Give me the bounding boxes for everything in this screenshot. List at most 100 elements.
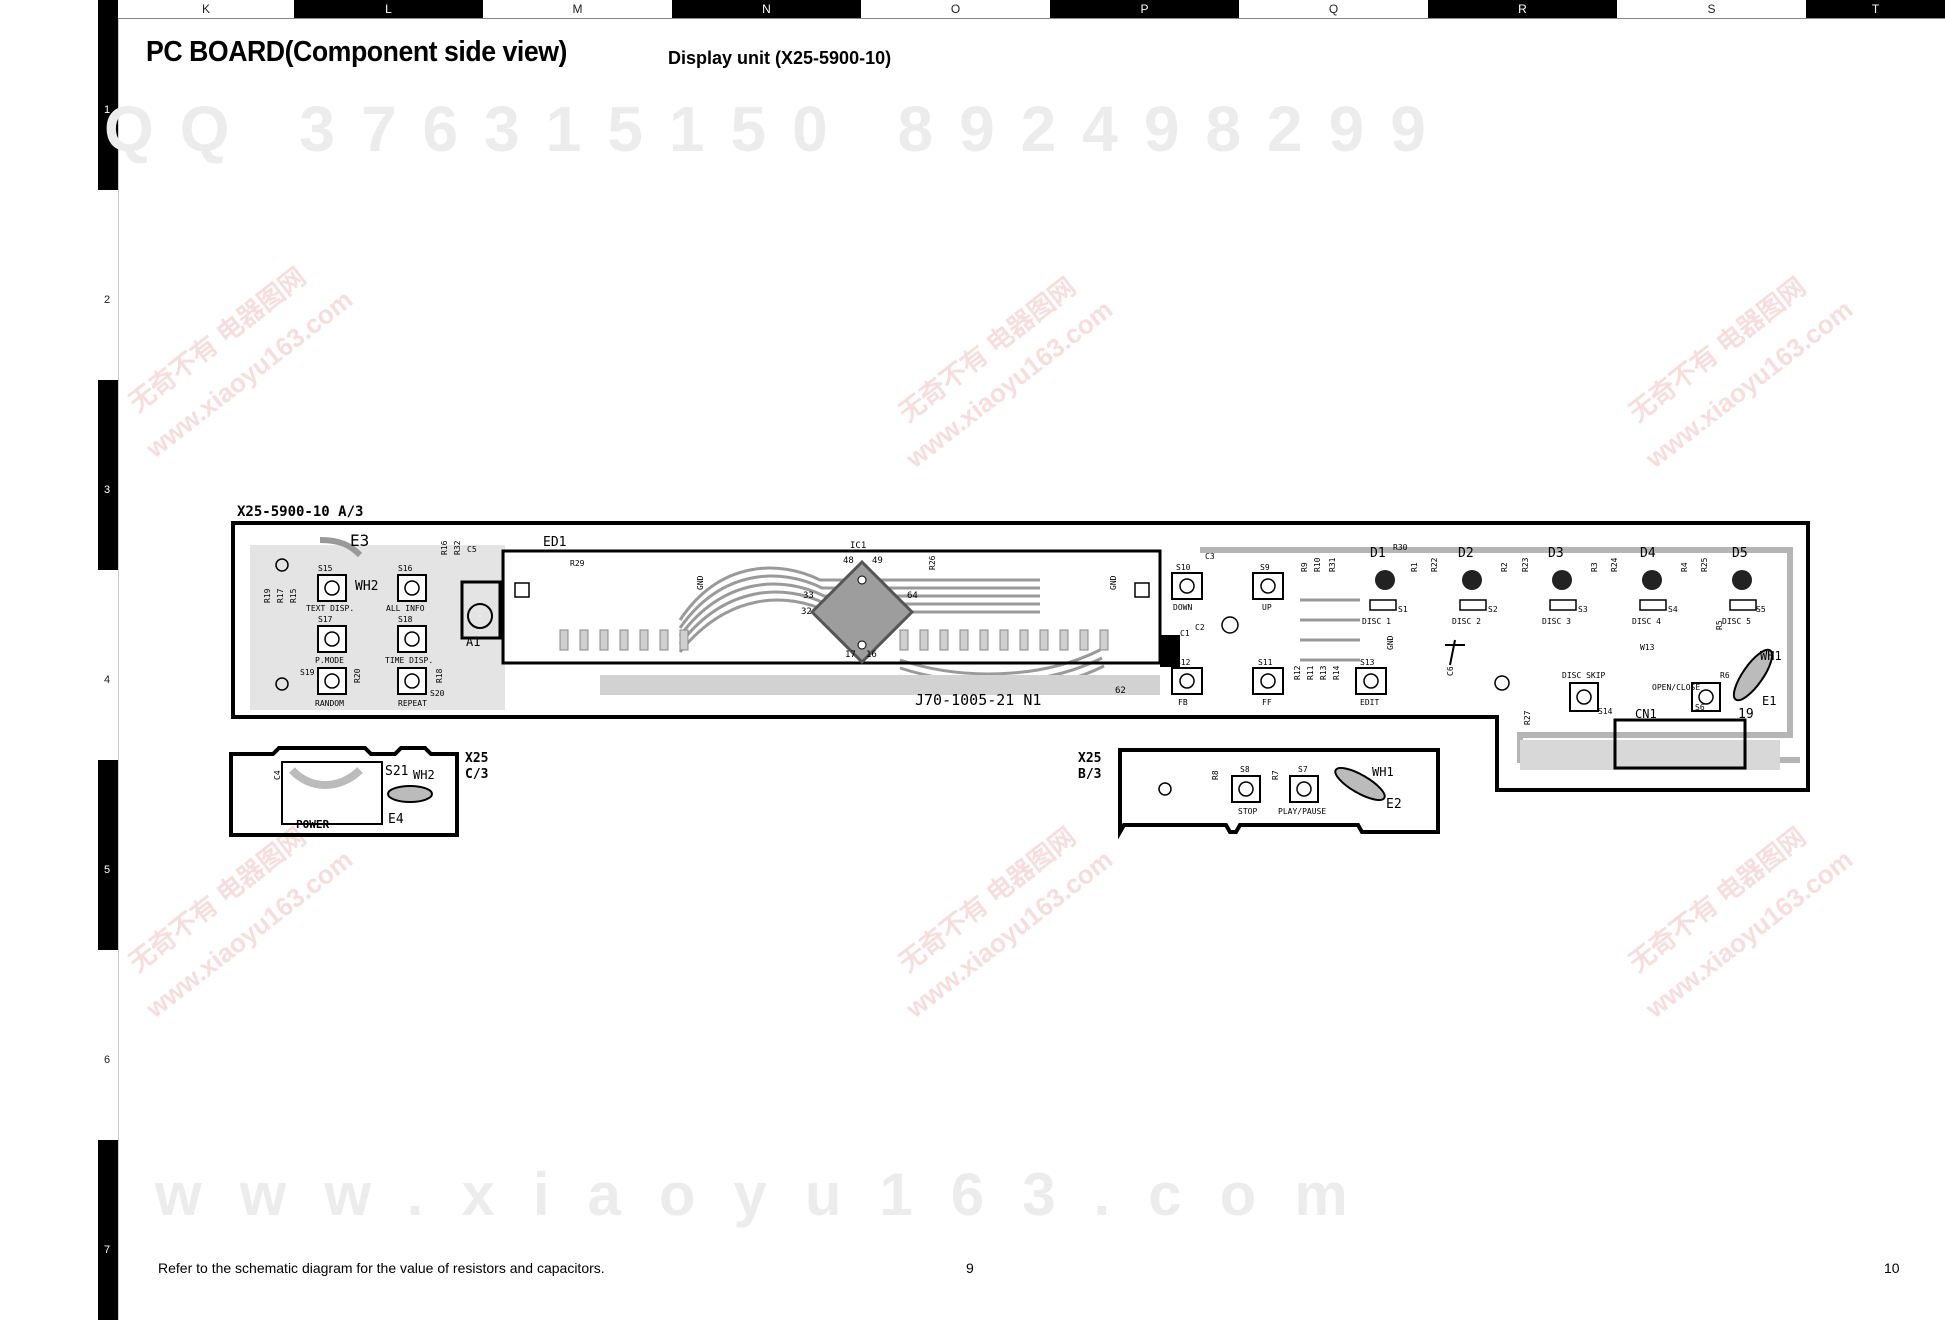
board-b-outline [1118,748,1440,840]
pcb-label: R7 [1271,770,1280,780]
pcb-label: DISC 1 [1362,617,1391,626]
pcb-label: EDIT [1360,698,1379,707]
pcb-label: E1 [1762,694,1776,708]
pcb-label: R16 [440,540,449,555]
pcb-label: X25-5900-10 A/3 [237,504,363,520]
pcb-label: R4 [1680,562,1689,572]
pcb-label: 17 [845,650,856,660]
pcb-label: R10 [1313,557,1322,572]
pcb-label: S18 [398,615,413,624]
board-a-outline [231,521,1810,792]
col-label-p: P [1050,0,1239,18]
col-label-q: Q [1239,0,1428,18]
pcb-label: R32 [453,540,462,555]
pcb-label: S12 [1176,658,1191,667]
pcb-label: GND [1386,635,1395,650]
pcb-label: R15 [289,588,298,603]
page-title: PC BOARD(Component side view) [146,36,567,68]
pcb-label: S19 [300,668,315,677]
pcb-label: D4 [1640,546,1656,561]
pcb-label: S5 [1756,605,1766,614]
col-label-s: S [1617,0,1806,18]
pcb-label: 49 [872,556,883,566]
pcb-label: R1 [1410,562,1419,572]
pcb-label: WH2 [355,579,378,594]
pcb-label: S15 [318,564,333,573]
pcb-label: R17 [276,588,285,603]
pcb-label: R23 [1521,557,1530,572]
pcb-label: OPEN/CLOSE [1652,683,1700,692]
pcb-label: FB [1178,698,1188,707]
pcb-label: GND [1109,575,1118,590]
pcb-label: DOWN [1173,603,1192,612]
pcb-label: D3 [1548,546,1564,561]
pcb-label: R9 [1300,562,1309,572]
row-label-6: 6 [104,1054,111,1066]
col-label-m: M [483,0,672,18]
col-label-r: R [1428,0,1617,18]
pcb-label: 16 [866,650,877,660]
pcb-label: D5 [1732,546,1748,561]
row-label-3: 3 [104,484,111,496]
row-index-bar [98,0,119,1320]
pcb-label: S20 [430,689,445,698]
pcb-label: R11 [1306,665,1315,680]
pcb-label: ALL INFO [386,604,425,613]
pcb-label: R3 [1590,562,1599,572]
pcb-label: C2 [1195,623,1205,632]
pcb-label: S14 [1598,707,1613,716]
pcb-label: D2 [1458,546,1474,561]
pcb-label: 62 [1115,686,1126,696]
pcb-label: WH2 [413,768,435,782]
pcb-label: E3 [350,531,369,550]
pcb-label: GND [696,575,705,590]
col-label-n: N [672,0,861,18]
pcb-label: R20 [353,668,362,683]
pcb-label: UP [1262,603,1272,612]
pcb-label: S2 [1488,605,1498,614]
pcb-label: E4 [388,812,404,827]
pcb-label: IC1 [850,541,866,551]
pcb-label: W13 [1640,643,1655,652]
pcb-label: 19 [1738,707,1754,722]
pcb-label: X25 [465,751,488,766]
row-label-1: 1 [104,104,111,116]
column-index-bar: K L M N O P Q R S T [118,0,1945,19]
pcb-label: R26 [928,555,937,570]
row-label-2: 2 [104,294,111,306]
pcb-label: C5 [467,545,477,554]
col-label-o: O [861,0,1050,18]
pcb-label: R24 [1610,557,1619,572]
pcb-label: 32 [801,607,812,617]
pcb-label: S16 [398,564,413,573]
pcb-label: C/3 [465,767,488,782]
pcb-label: WH1 [1760,649,1782,663]
pcb-label: S8 [1240,765,1250,774]
pcb-label: X25 [1078,751,1101,766]
pcb-label: POWER [296,818,329,831]
pcb-label: 33 [803,591,814,601]
pcb-label: D1 [1370,546,1386,561]
footer-note: Refer to the schematic diagram for the v… [158,1260,605,1276]
pcb-label: R31 [1328,557,1337,572]
pcb-label: TEXT DISP. [306,604,354,613]
row-label-4: 4 [104,674,111,686]
pcb-label: CN1 [1635,707,1657,721]
pcb-label: S17 [318,615,333,624]
pcb-label: E2 [1386,797,1402,812]
pcb-label: S6 [1695,703,1705,712]
pcb-label: DISC 3 [1542,617,1571,626]
sensor-a1 [460,580,502,640]
row-label-5: 5 [104,864,111,876]
pcb-label: S11 [1258,658,1273,667]
pcb-label: R22 [1430,557,1439,572]
pcb-label: ED1 [543,535,566,550]
pcb-label: S3 [1578,605,1588,614]
pcb-label: R29 [570,559,585,568]
pcb-label: S10 [1176,563,1191,572]
display-ed1 [501,549,1162,665]
page-subtitle: Display unit (X25-5900-10) [668,48,892,68]
pcb-label: TIME DISP. [385,656,433,665]
pcb-label: FF [1262,698,1272,707]
